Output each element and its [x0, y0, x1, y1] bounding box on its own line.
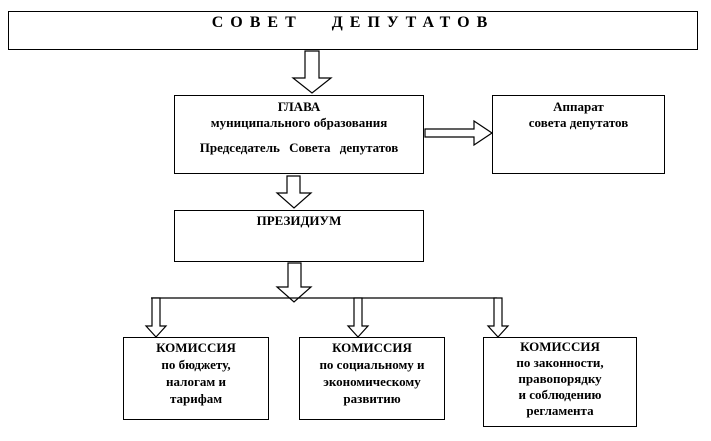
- commission-line: тарифам: [169, 391, 223, 406]
- arrow-right-head-to-apparatus: [424, 119, 494, 147]
- presidium-title: ПРЕЗИДИУМ: [256, 213, 342, 228]
- commission-line: развитию: [343, 391, 401, 406]
- commission-line: регламента: [526, 403, 594, 418]
- head-chairman: Председатель Совета депутатов: [199, 140, 399, 155]
- head-subtitle: муниципального образования: [210, 115, 388, 130]
- arrow-down-to-commission-3: [486, 297, 510, 338]
- head-box: ГЛАВА муниципального образования Председ…: [174, 95, 424, 174]
- apparatus-line-2: совета депутатов: [528, 115, 629, 130]
- arrow-down-to-commission-2: [346, 297, 370, 338]
- arrow-down-presidium-to-branch: [275, 262, 313, 303]
- commission-budget-box: КОМИССИЯ по бюджету, налогам и тарифам: [123, 337, 269, 420]
- commission-line: по законности,: [516, 355, 604, 370]
- commission-line: экономическому: [323, 374, 421, 389]
- council-box: СОВЕТ ДЕПУТАТОВ: [8, 11, 698, 50]
- commission-social-box: КОМИССИЯ по социальному и экономическому…: [299, 337, 445, 420]
- commission-title: КОМИССИЯ: [332, 340, 412, 355]
- presidium-box: ПРЕЗИДИУМ: [174, 210, 424, 262]
- commission-line: налогам и: [166, 374, 226, 389]
- commission-title: КОМИССИЯ: [156, 340, 236, 355]
- arrow-down-to-commission-1: [144, 297, 168, 338]
- commission-title: КОМИССИЯ: [520, 339, 600, 354]
- arrow-down-council-to-head: [291, 50, 333, 94]
- arrow-down-head-to-presidium: [275, 175, 313, 209]
- apparatus-line-1: Аппарат: [553, 99, 604, 114]
- council-title: СОВЕТ ДЕПУТАТОВ: [211, 14, 495, 31]
- head-title: ГЛАВА: [277, 99, 321, 114]
- commission-line: и соблюдению: [518, 387, 602, 402]
- commission-line: правопорядку: [518, 371, 602, 386]
- apparatus-box: Аппарат совета депутатов: [492, 95, 665, 174]
- commission-legality-box: КОМИССИЯ по законности, правопорядку и с…: [483, 337, 637, 427]
- commission-line: по социальному и: [319, 357, 425, 372]
- commission-line: по бюджету,: [161, 357, 231, 372]
